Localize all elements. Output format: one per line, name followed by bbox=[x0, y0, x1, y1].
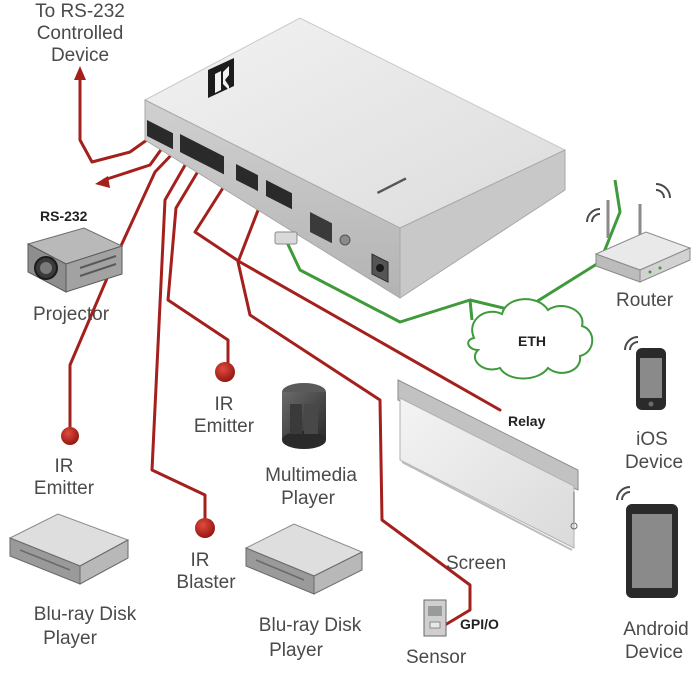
ir-blaster-label-line2: Blaster bbox=[176, 572, 236, 593]
ir-blaster-label-line1: IR bbox=[191, 550, 210, 571]
wifi-icon bbox=[616, 486, 631, 501]
gpio-label: GPI/O bbox=[460, 616, 499, 632]
ir-emitter-icon bbox=[61, 427, 79, 445]
rs232-device-label-line1: To RS-232 bbox=[35, 1, 125, 22]
cloud-icon bbox=[467, 298, 594, 380]
projector-label: Projector bbox=[33, 304, 110, 325]
device-side bbox=[399, 149, 566, 299]
ir-emitter-icon bbox=[195, 518, 215, 538]
multimedia-player-label-line1: Multimedia bbox=[265, 465, 357, 486]
screen-icon bbox=[397, 379, 579, 551]
eth-cable-router bbox=[283, 179, 622, 324]
ir-emitter-left-label-line2: Emitter bbox=[34, 478, 95, 499]
eth-cable-cloud bbox=[468, 299, 474, 321]
wifi-icon bbox=[624, 336, 639, 351]
sensor-icon bbox=[423, 599, 447, 637]
relay-cable bbox=[193, 178, 502, 412]
ir-emitter-left-label-line1: IR bbox=[55, 456, 74, 477]
bluray-left-label-line1: Blu-ray Disk bbox=[34, 604, 137, 625]
router-label: Router bbox=[616, 290, 674, 311]
phone-icon bbox=[636, 348, 666, 410]
ir-emitter-center-label-line2: Emitter bbox=[194, 416, 255, 437]
cables bbox=[68, 66, 622, 627]
android-device-label-line1: Android bbox=[623, 619, 689, 640]
ios-device-label-line1: iOS bbox=[636, 429, 668, 450]
kramer-logo-icon bbox=[208, 58, 234, 98]
wifi-icon bbox=[586, 183, 671, 223]
screen-label: Screen bbox=[446, 553, 506, 574]
ir-emitter-center-label-line1: IR bbox=[215, 394, 234, 415]
rs232-device-label: To RS-232 Controlled Device bbox=[35, 1, 125, 66]
bluray-player-icon bbox=[8, 513, 130, 585]
reset-button bbox=[339, 234, 351, 246]
rs232-device-cable bbox=[78, 73, 160, 164]
tablet-icon bbox=[626, 504, 678, 598]
ir-emitter-center-cable bbox=[166, 166, 230, 367]
bluray-center-label-line1: Blu-ray Disk bbox=[259, 615, 362, 636]
ios-device-label-line2: Device bbox=[625, 452, 683, 473]
control-gateway-device: ▬▬▬▬ bbox=[143, 17, 567, 299]
rs232-device-arrow bbox=[74, 66, 86, 80]
rs232-projector-arrow bbox=[95, 176, 110, 188]
terminal-blocks bbox=[147, 120, 292, 210]
relay-label: Relay bbox=[508, 413, 546, 429]
ir-emitter-icon bbox=[215, 362, 235, 382]
ir-blaster-cable bbox=[150, 158, 207, 522]
bluray-left-label-line2: Player bbox=[43, 628, 98, 649]
android-device-label-line2: Device bbox=[625, 642, 683, 663]
rs232-device-label-line3: Device bbox=[51, 45, 109, 66]
rs232-device-label-line2: Controlled bbox=[37, 23, 124, 44]
eth-plug bbox=[274, 231, 298, 245]
rs232-label: RS-232 bbox=[40, 208, 88, 224]
multimedia-player-label-line2: Player bbox=[281, 488, 336, 509]
bluray-center-label-line2: Player bbox=[269, 640, 324, 661]
router-icon bbox=[594, 200, 692, 283]
speaker-icon bbox=[282, 383, 326, 449]
ethernet-port bbox=[310, 212, 332, 244]
eth-label: ETH bbox=[518, 333, 546, 349]
projector-icon bbox=[26, 227, 124, 293]
bluray-player-icon bbox=[244, 523, 364, 595]
gpio-cable bbox=[236, 198, 472, 627]
sensor-label: Sensor bbox=[406, 647, 467, 668]
